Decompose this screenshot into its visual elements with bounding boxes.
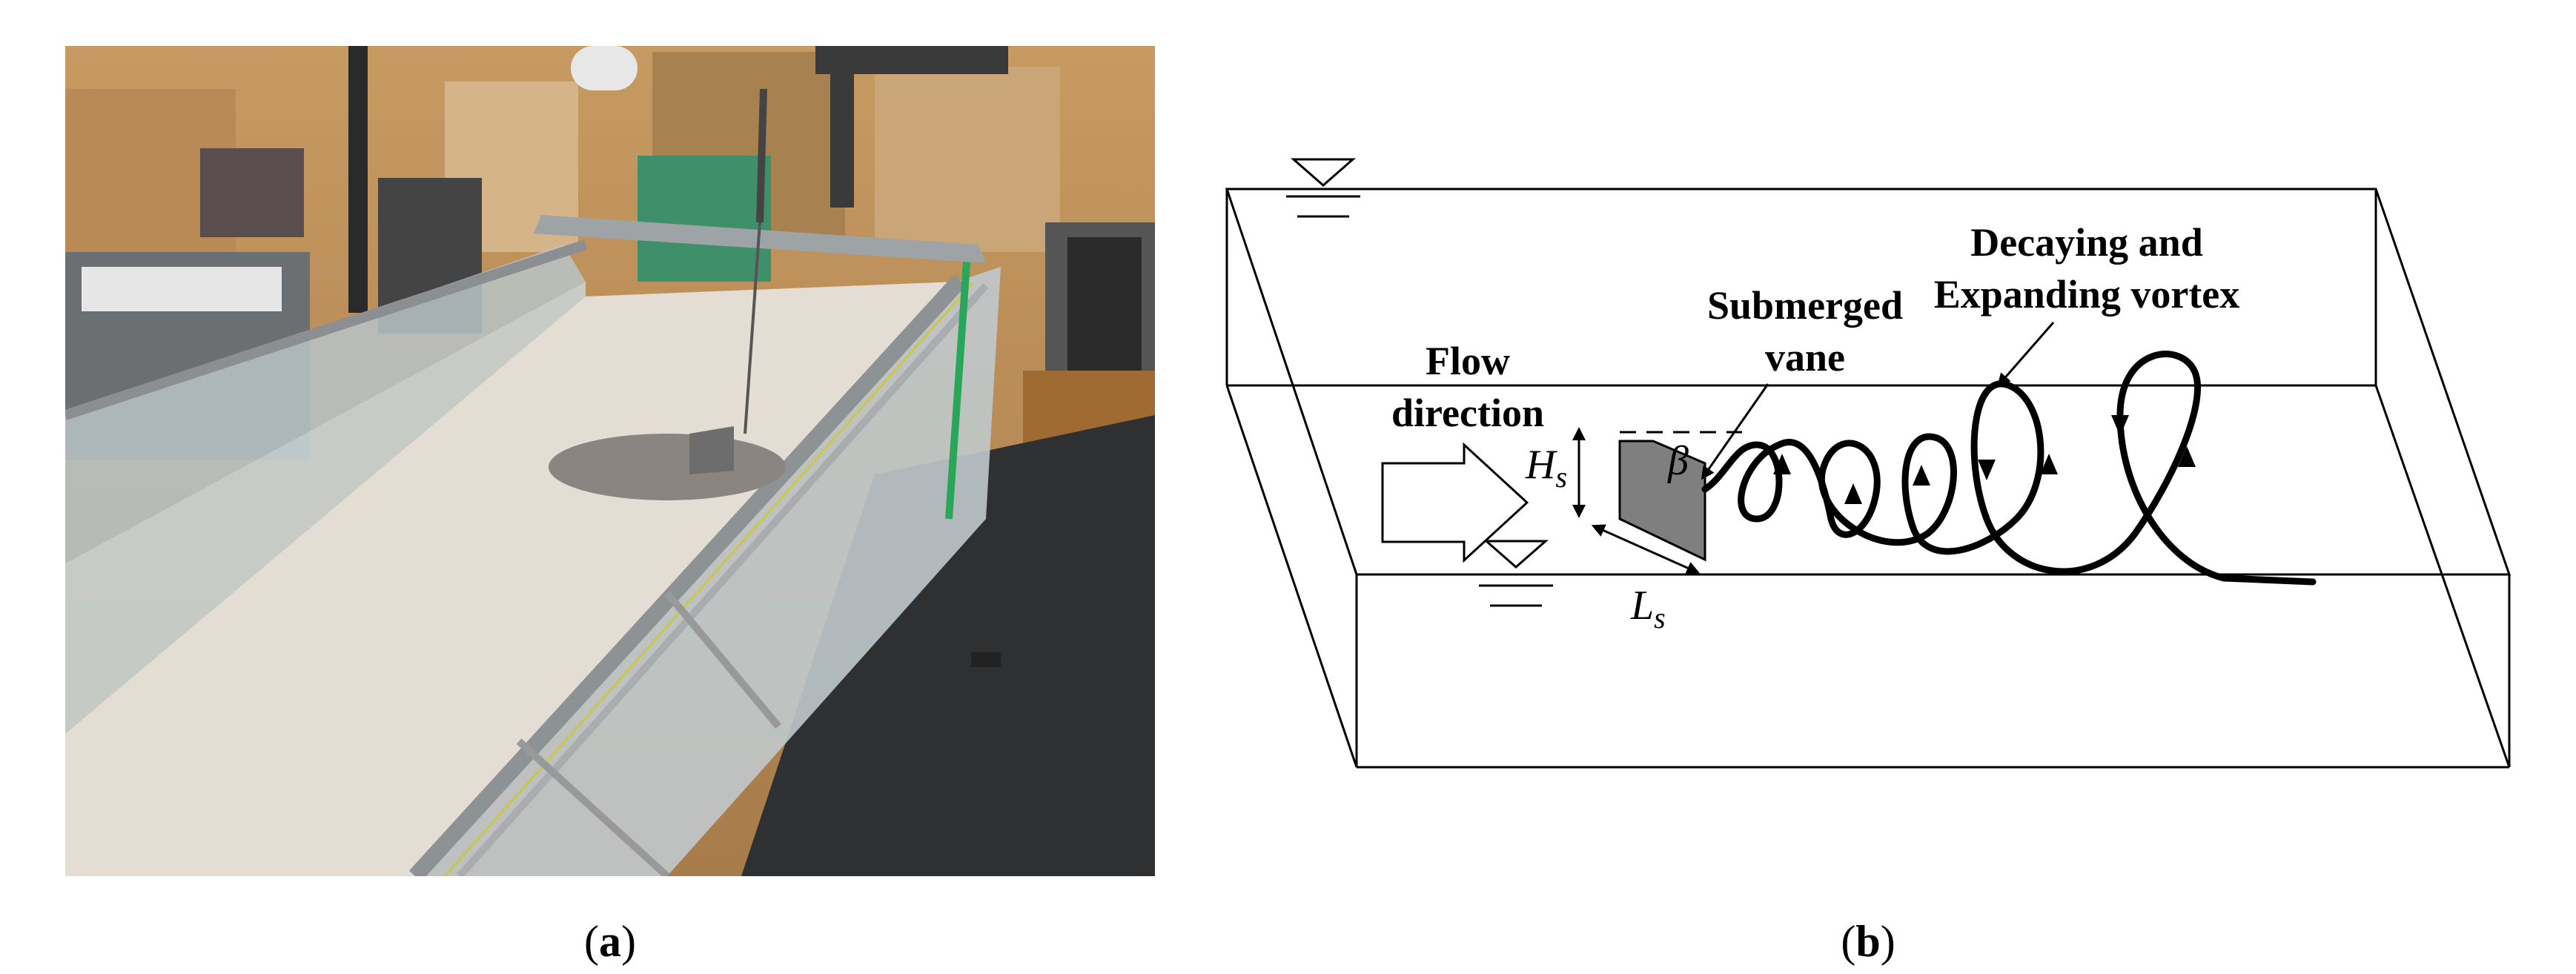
- floor-cable-box: [971, 652, 1001, 667]
- spiral-arrowhead-6: [2111, 415, 2129, 436]
- drill-press-column: [348, 46, 368, 313]
- spiral-arrowhead-2: [1844, 483, 1862, 504]
- scour-pit: [549, 434, 786, 500]
- probe: [744, 222, 761, 434]
- height-label: Hs: [1525, 442, 1567, 494]
- green-tank: [638, 156, 771, 282]
- length-label: Ls: [1630, 583, 1666, 635]
- drill-press: [200, 148, 304, 237]
- spiral-arrowhead-7: [2178, 446, 2196, 467]
- frame-strut: [516, 738, 670, 876]
- measuring-tape: [443, 282, 974, 876]
- flume-left-rail: [65, 239, 588, 420]
- flume-left-glass-lower: [65, 282, 586, 734]
- flow-arrow-icon: [1381, 442, 1529, 563]
- spiral-arrowhead-4: [1978, 460, 1996, 480]
- vane-label-line2: vane: [1765, 335, 1845, 380]
- water-surface-symbol-top: [1286, 158, 1360, 218]
- vane-leader-arrow: [1701, 383, 1769, 480]
- left-machine-top: [82, 267, 282, 311]
- spiral-arrowhead-1: [1773, 454, 1791, 474]
- green-cable: [945, 251, 971, 520]
- vortex-tail-line: [2220, 574, 2317, 586]
- vane-model: [689, 426, 734, 474]
- panel-a-photo: [65, 46, 1155, 876]
- vortex-spiral-line: [1701, 351, 2228, 582]
- flume-left-glass: [65, 245, 586, 563]
- caption-a: (a): [584, 917, 636, 966]
- length-dimension-arrow: [1591, 524, 1701, 574]
- caption-b: (b): [1841, 917, 1895, 966]
- flume-right-rail-2: [457, 282, 989, 876]
- probe-stem: [756, 88, 767, 223]
- submerged-vane-shape: [1618, 440, 1706, 562]
- vortex-leader-arrow: [1997, 322, 2055, 387]
- vertical-pipe: [830, 67, 854, 208]
- right-monitor-screen: [1067, 237, 1142, 371]
- water-surface-symbol-bottom: [1479, 540, 1553, 607]
- panel-b-schematic: [1225, 188, 2512, 769]
- spiral-arrowhead-3: [1913, 465, 1930, 486]
- vortex-direction-arrowheads: [1773, 415, 2196, 504]
- flow-label-line1: Flow: [1426, 339, 1510, 383]
- angle-label: β: [1667, 438, 1689, 484]
- flume-right-rail: [408, 274, 967, 876]
- vortex-label-line1: Decaying and: [1970, 220, 2203, 265]
- overhead-pipe: [571, 46, 638, 90]
- lab-floor: [741, 415, 1155, 876]
- flow-label-line2: direction: [1391, 391, 1544, 435]
- vortex-label-line2: Expanding vortex: [1934, 272, 2240, 317]
- channel-right-bottom-edge: [2374, 385, 2511, 768]
- frame-strut-2: [664, 590, 781, 729]
- spiral-arrowhead-5: [2040, 454, 2058, 474]
- channel-left-bottom-edge: [1225, 385, 1358, 768]
- lab-wall-board: [875, 67, 1060, 252]
- vane-label-line1: Submerged: [1707, 283, 1903, 328]
